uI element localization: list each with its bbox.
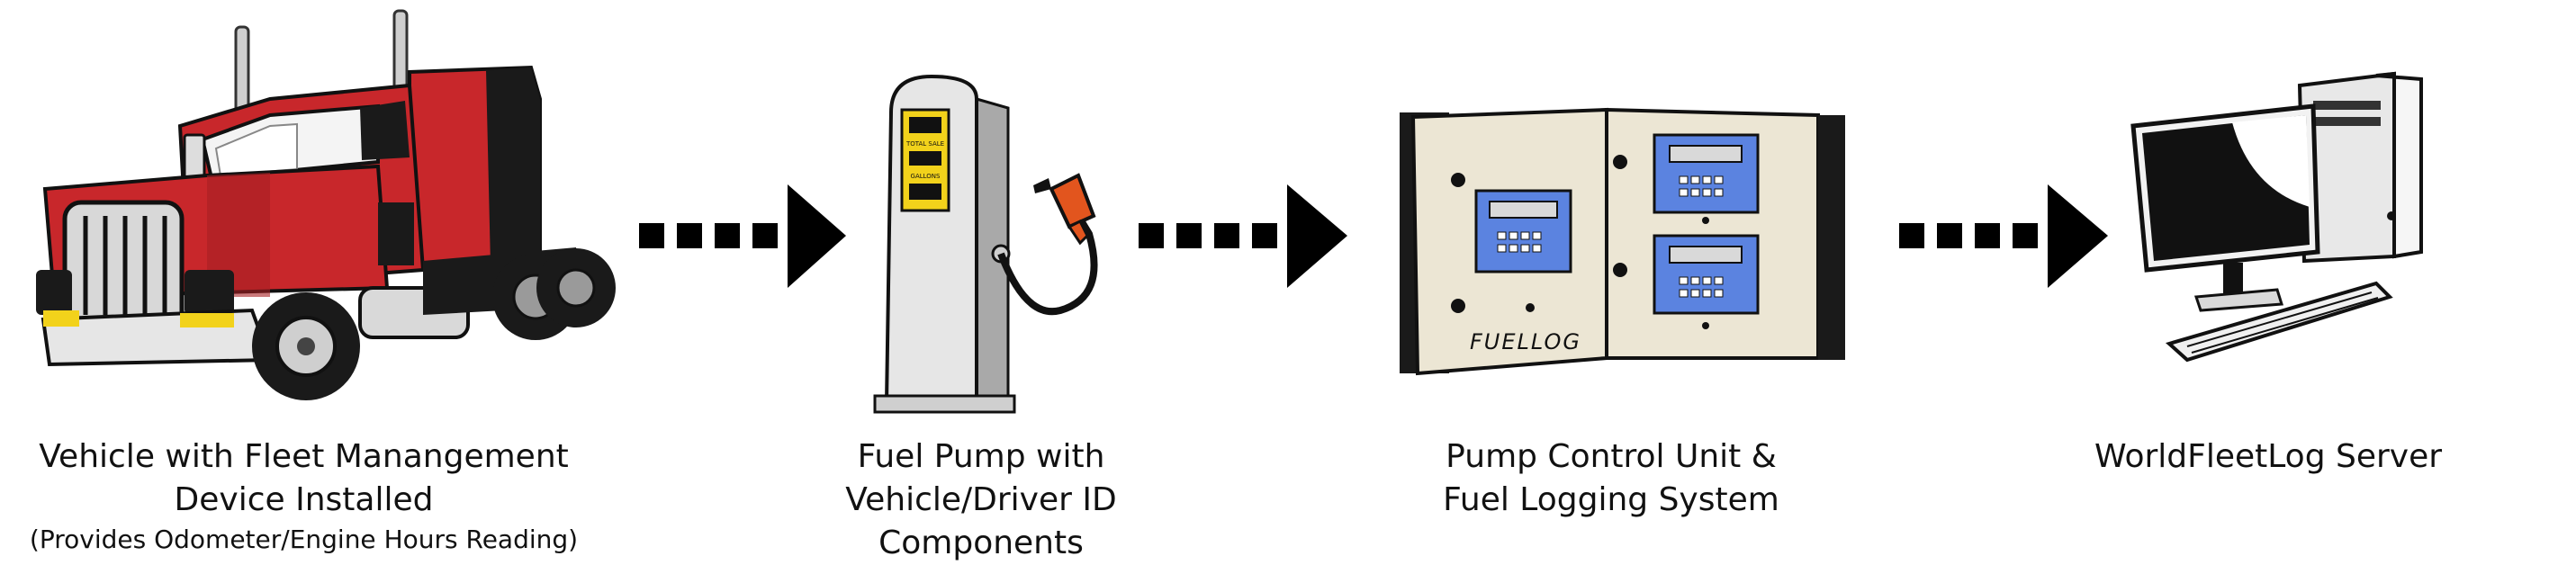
pump-display-line2: GALLONS (911, 173, 941, 180)
fuel-pump-icon: TOTAL SALE GALLONS (873, 74, 1098, 414)
fuel-pump-caption: Fuel Pump with Vehicle/Driver ID Compone… (810, 435, 1152, 565)
pump-control-cabinet-icon: FUELLOG (1400, 107, 1845, 376)
pump-control-caption: Pump Control Unit & Fuel Logging System (1404, 435, 1818, 522)
flow-arrow-1 (639, 184, 846, 288)
vehicle-caption-line2: Device Installed (174, 481, 434, 518)
server-caption-line1: WorldFleetLog Server (2094, 438, 2443, 475)
cabinet-brand-label: FUELLOG (1470, 329, 1581, 354)
vehicle-caption-line1: Vehicle with Fleet Manangement (39, 438, 569, 475)
flow-arrow-2 (1139, 184, 1347, 288)
pump-control-caption-line2: Fuel Logging System (1443, 481, 1779, 518)
fuel-pump-caption-line1: Fuel Pump with (857, 438, 1105, 475)
flow-arrow-3 (1899, 184, 2108, 288)
pump-control-caption-line1: Pump Control Unit & (1446, 438, 1777, 475)
computer-server-icon (2130, 71, 2423, 363)
vehicle-caption: Vehicle with Fleet Manangement Device In… (5, 435, 603, 558)
fuel-pump-caption-line3: Components (878, 525, 1084, 561)
truck-icon (36, 9, 616, 400)
fuel-pump-caption-line2: Vehicle/Driver ID (845, 481, 1117, 518)
server-caption: WorldFleetLog Server (2052, 435, 2484, 479)
pump-display-line1: TOTAL SALE (905, 140, 944, 148)
vehicle-caption-note: (Provides Odometer/Engine Hours Reading) (29, 525, 579, 554)
